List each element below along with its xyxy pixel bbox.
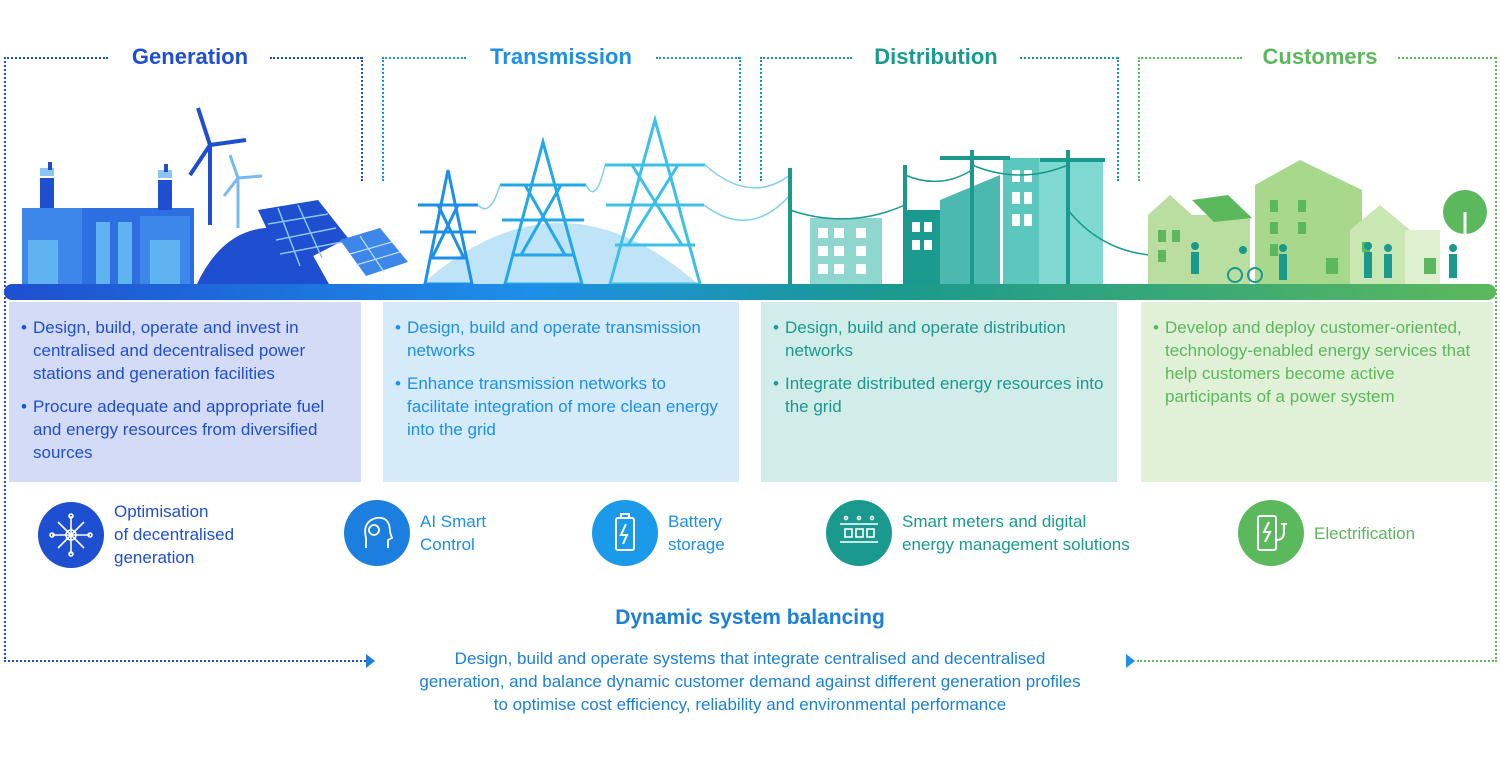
transmission-panel: Design, build and operate transmission n…: [383, 302, 739, 482]
tech-label-line: AI Smart: [420, 512, 487, 531]
value-chain-baseline: [4, 284, 1496, 300]
balancing-left-connector: [4, 660, 366, 662]
smart-meter-icon: [826, 500, 892, 566]
tech-label-line: Smart meters and digital: [902, 512, 1087, 531]
tech-label-line: generation: [114, 548, 195, 567]
tech-label-line: Electrification: [1314, 523, 1416, 543]
network-icon: [38, 501, 104, 568]
stage-title-generation: Generation: [131, 44, 249, 69]
arrow-right-icon: [1126, 654, 1135, 668]
tech-label-line: of decentralised: [114, 525, 235, 544]
stage-title-customers: Customers: [1262, 44, 1378, 69]
ai-head-icon: [344, 500, 410, 566]
tech-label-line: storage: [668, 535, 725, 554]
tech-ai-smart-control: AI Smart Control: [344, 500, 486, 566]
solar-panel-icon: [258, 200, 408, 276]
generation-bullet: Procure adequate and appropriate fuel an…: [21, 395, 351, 464]
distribution-bullet: Integrate distributed energy resources i…: [773, 372, 1107, 418]
power-chain-illustration: [4, 107, 1496, 300]
customers-panel: Develop and deploy customer-oriented, te…: [1141, 302, 1493, 482]
tech-smart-meters: Smart meters and digital energy manageme…: [826, 500, 1130, 566]
customers-bullet: Develop and deploy customer-oriented, te…: [1153, 316, 1483, 408]
battery-icon: [592, 500, 658, 566]
people-icon: [1191, 242, 1457, 283]
balancing-description: Design, build and operate systems that i…: [340, 647, 1160, 716]
tech-battery-storage: Battery storage: [592, 500, 725, 566]
transmission-tower-icon: [500, 136, 586, 286]
balancing-description-line: to optimise cost efficiency, reliability…: [493, 695, 1007, 714]
power-plant-icon: [22, 162, 194, 286]
tech-label-line: Control: [420, 535, 475, 554]
balancing-description-line: Design, build and operate systems that i…: [454, 649, 1046, 668]
tech-label-line: energy management solutions: [902, 535, 1130, 554]
stage-title-distribution: Distribution: [874, 44, 998, 69]
wind-turbine-icon: [188, 107, 263, 228]
balancing-description-line: generation, and balance dynamic customer…: [419, 672, 1081, 691]
stage-title-transmission: Transmission: [490, 44, 632, 69]
balancing-title: Dynamic system balancing: [615, 606, 885, 629]
utility-pole-icon: [788, 150, 1105, 286]
arrow-right-icon: [366, 654, 375, 668]
tech-optimisation: Optimisation of decentralised generation: [38, 500, 234, 569]
ev-charger-icon: [1238, 500, 1304, 566]
generation-bullet: Design, build, operate and invest in cen…: [21, 316, 351, 385]
distribution-bullet: Design, build and operate distribution n…: [773, 316, 1107, 362]
tech-label-line: Optimisation: [114, 502, 209, 521]
distribution-panel: Design, build and operate distribution n…: [761, 302, 1117, 482]
balancing-right-connector: [1137, 660, 1497, 662]
transmission-bullet: Enhance transmission networks to facilit…: [395, 372, 729, 441]
generation-panel: Design, build, operate and invest in cen…: [9, 302, 361, 482]
tech-electrification: Electrification: [1238, 500, 1415, 566]
transmission-bullet: Design, build and operate transmission n…: [395, 316, 729, 362]
tech-label-line: Battery: [668, 512, 722, 531]
